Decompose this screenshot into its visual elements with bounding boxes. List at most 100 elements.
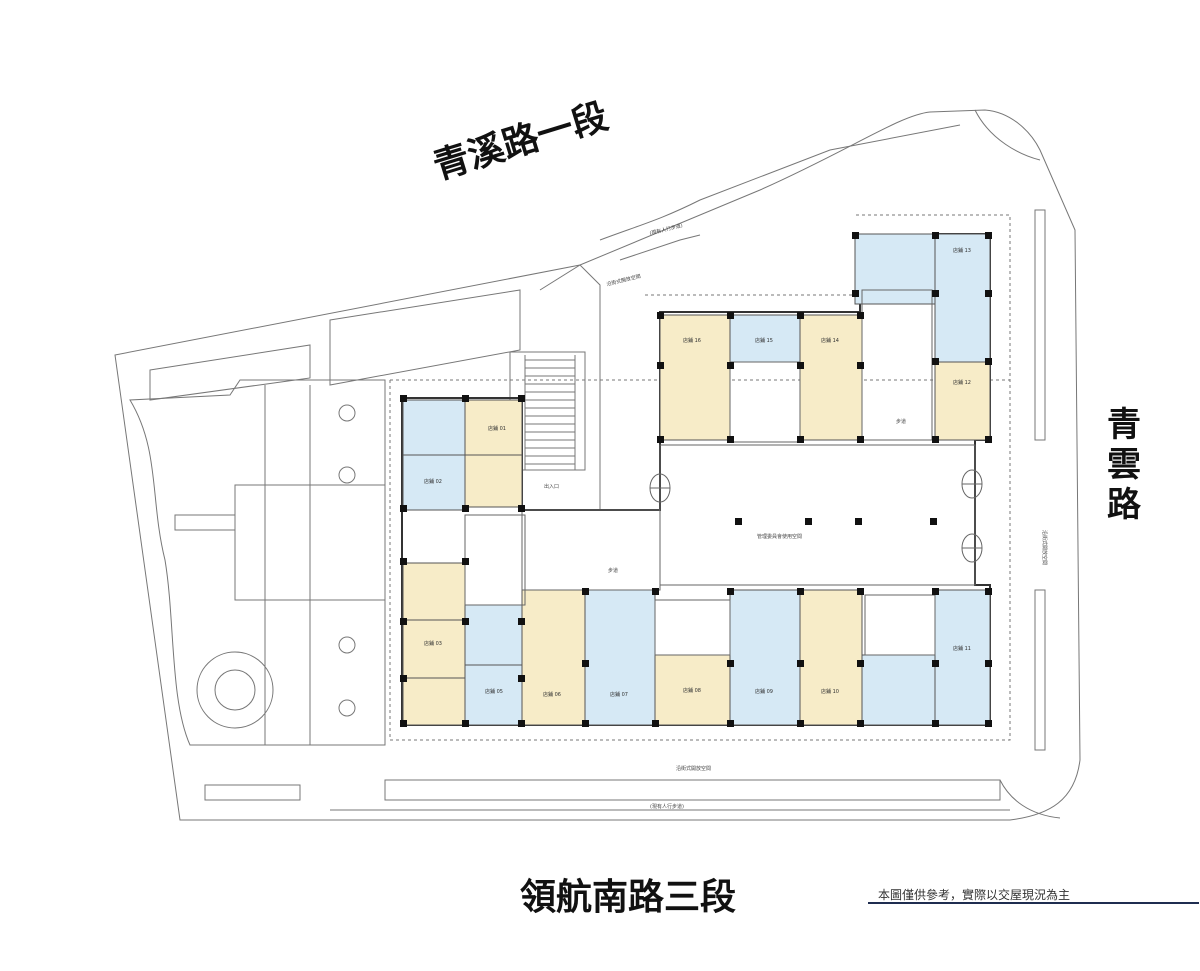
structural-column (652, 720, 659, 727)
structural-column (518, 395, 525, 402)
structural-column (855, 518, 862, 525)
unit-05 (464, 604, 523, 666)
lobby-label: 管理委員會使用空間 (757, 533, 802, 540)
unit-label-02: 店鋪 02 (424, 478, 442, 485)
structural-column (985, 232, 992, 239)
unit-label-05: 店鋪 05 (485, 688, 503, 695)
structural-column (727, 720, 734, 727)
structural-column (857, 312, 864, 319)
structural-column (857, 436, 864, 443)
structural-column (932, 290, 939, 297)
unit-label-12: 店鋪 12 (953, 379, 971, 386)
unit-11 (861, 654, 936, 726)
structural-column (805, 518, 812, 525)
stair-label: 出入口 (544, 483, 559, 490)
structural-column (518, 505, 525, 512)
unit-06 (521, 589, 586, 726)
unit-label-13: 店鋪 13 (953, 247, 971, 254)
unit-12 (934, 361, 991, 441)
unit-05 (464, 664, 523, 726)
structural-column (657, 436, 664, 443)
unit-label-01: 店鋪 01 (488, 425, 506, 432)
unit-label-09: 店鋪 09 (755, 688, 773, 695)
structural-column (985, 720, 992, 727)
structural-column (985, 290, 992, 297)
unit-03 (402, 677, 466, 726)
unit-label-03: 店鋪 03 (424, 640, 442, 647)
structural-column (797, 660, 804, 667)
structural-column (582, 660, 589, 667)
structural-column (657, 362, 664, 369)
arcade-top-label: 沿街式開放空間 (606, 273, 642, 288)
road-east-label: 青雲路 (1107, 405, 1141, 525)
structural-column (727, 660, 734, 667)
unit-03 (402, 619, 466, 679)
structural-column (985, 436, 992, 443)
unit-label-14: 店鋪 14 (821, 337, 839, 344)
structural-column (930, 518, 937, 525)
walkway-bottom-label: (現有人行步道) (650, 803, 684, 810)
structural-column (727, 588, 734, 595)
walkway-top-label: (現有人行步道) (649, 222, 684, 237)
structural-column (400, 505, 407, 512)
unit-14 (799, 314, 863, 441)
unit-13 (934, 233, 991, 363)
structural-column (932, 660, 939, 667)
road-south-label: 領航南路三段 (520, 877, 737, 918)
unit-label-07: 店鋪 07 (610, 691, 628, 698)
structural-column (857, 660, 864, 667)
structural-column (985, 358, 992, 365)
structural-column (462, 505, 469, 512)
structural-column (400, 618, 407, 625)
structural-column (797, 720, 804, 727)
structural-column (932, 720, 939, 727)
structural-column (582, 588, 589, 595)
structural-column (657, 312, 664, 319)
structural-column (932, 358, 939, 365)
unit-01 (464, 454, 523, 508)
unit-label-10: 店鋪 10 (821, 688, 839, 695)
structural-column (985, 660, 992, 667)
structural-column (852, 232, 859, 239)
unit-label-16: 店鋪 16 (683, 337, 701, 344)
structural-column (518, 618, 525, 625)
structural-column (797, 588, 804, 595)
structural-column (857, 362, 864, 369)
structural-column (797, 362, 804, 369)
unit-16 (659, 314, 731, 441)
unit-09 (729, 589, 801, 726)
structural-column (857, 588, 864, 595)
disclaimer-note: 本圖僅供參考，實際以交屋現況為主 (878, 888, 1071, 902)
structural-column (797, 436, 804, 443)
structural-column (932, 232, 939, 239)
unit-13 (854, 233, 936, 305)
unit-label-11: 店鋪 11 (953, 645, 971, 652)
structural-column (400, 675, 407, 682)
unit-11 (934, 589, 991, 726)
structural-column (857, 720, 864, 727)
structural-column (462, 618, 469, 625)
structural-column (400, 395, 407, 402)
structural-column (727, 312, 734, 319)
structural-column (462, 558, 469, 565)
unit-label-06: 店鋪 06 (543, 691, 561, 698)
structural-column (462, 720, 469, 727)
unit-label-08: 店鋪 08 (683, 687, 701, 694)
structural-column (852, 290, 859, 297)
arcade-right-label: 沿街式開放空間 (1041, 530, 1048, 565)
structural-column (932, 588, 939, 595)
site-boundary (114, 109, 1081, 821)
structural-column (727, 362, 734, 369)
structural-column (400, 720, 407, 727)
disclaimer-underline (868, 902, 1199, 904)
structural-column (582, 720, 589, 727)
structural-column (400, 558, 407, 565)
unit-07 (584, 589, 656, 726)
structural-column (985, 588, 992, 595)
unit-02 (402, 454, 466, 511)
structural-column (518, 720, 525, 727)
structural-column (462, 395, 469, 402)
unit-label-15: 店鋪 15 (755, 337, 773, 344)
corridor-right-label: 步道 (896, 418, 906, 425)
